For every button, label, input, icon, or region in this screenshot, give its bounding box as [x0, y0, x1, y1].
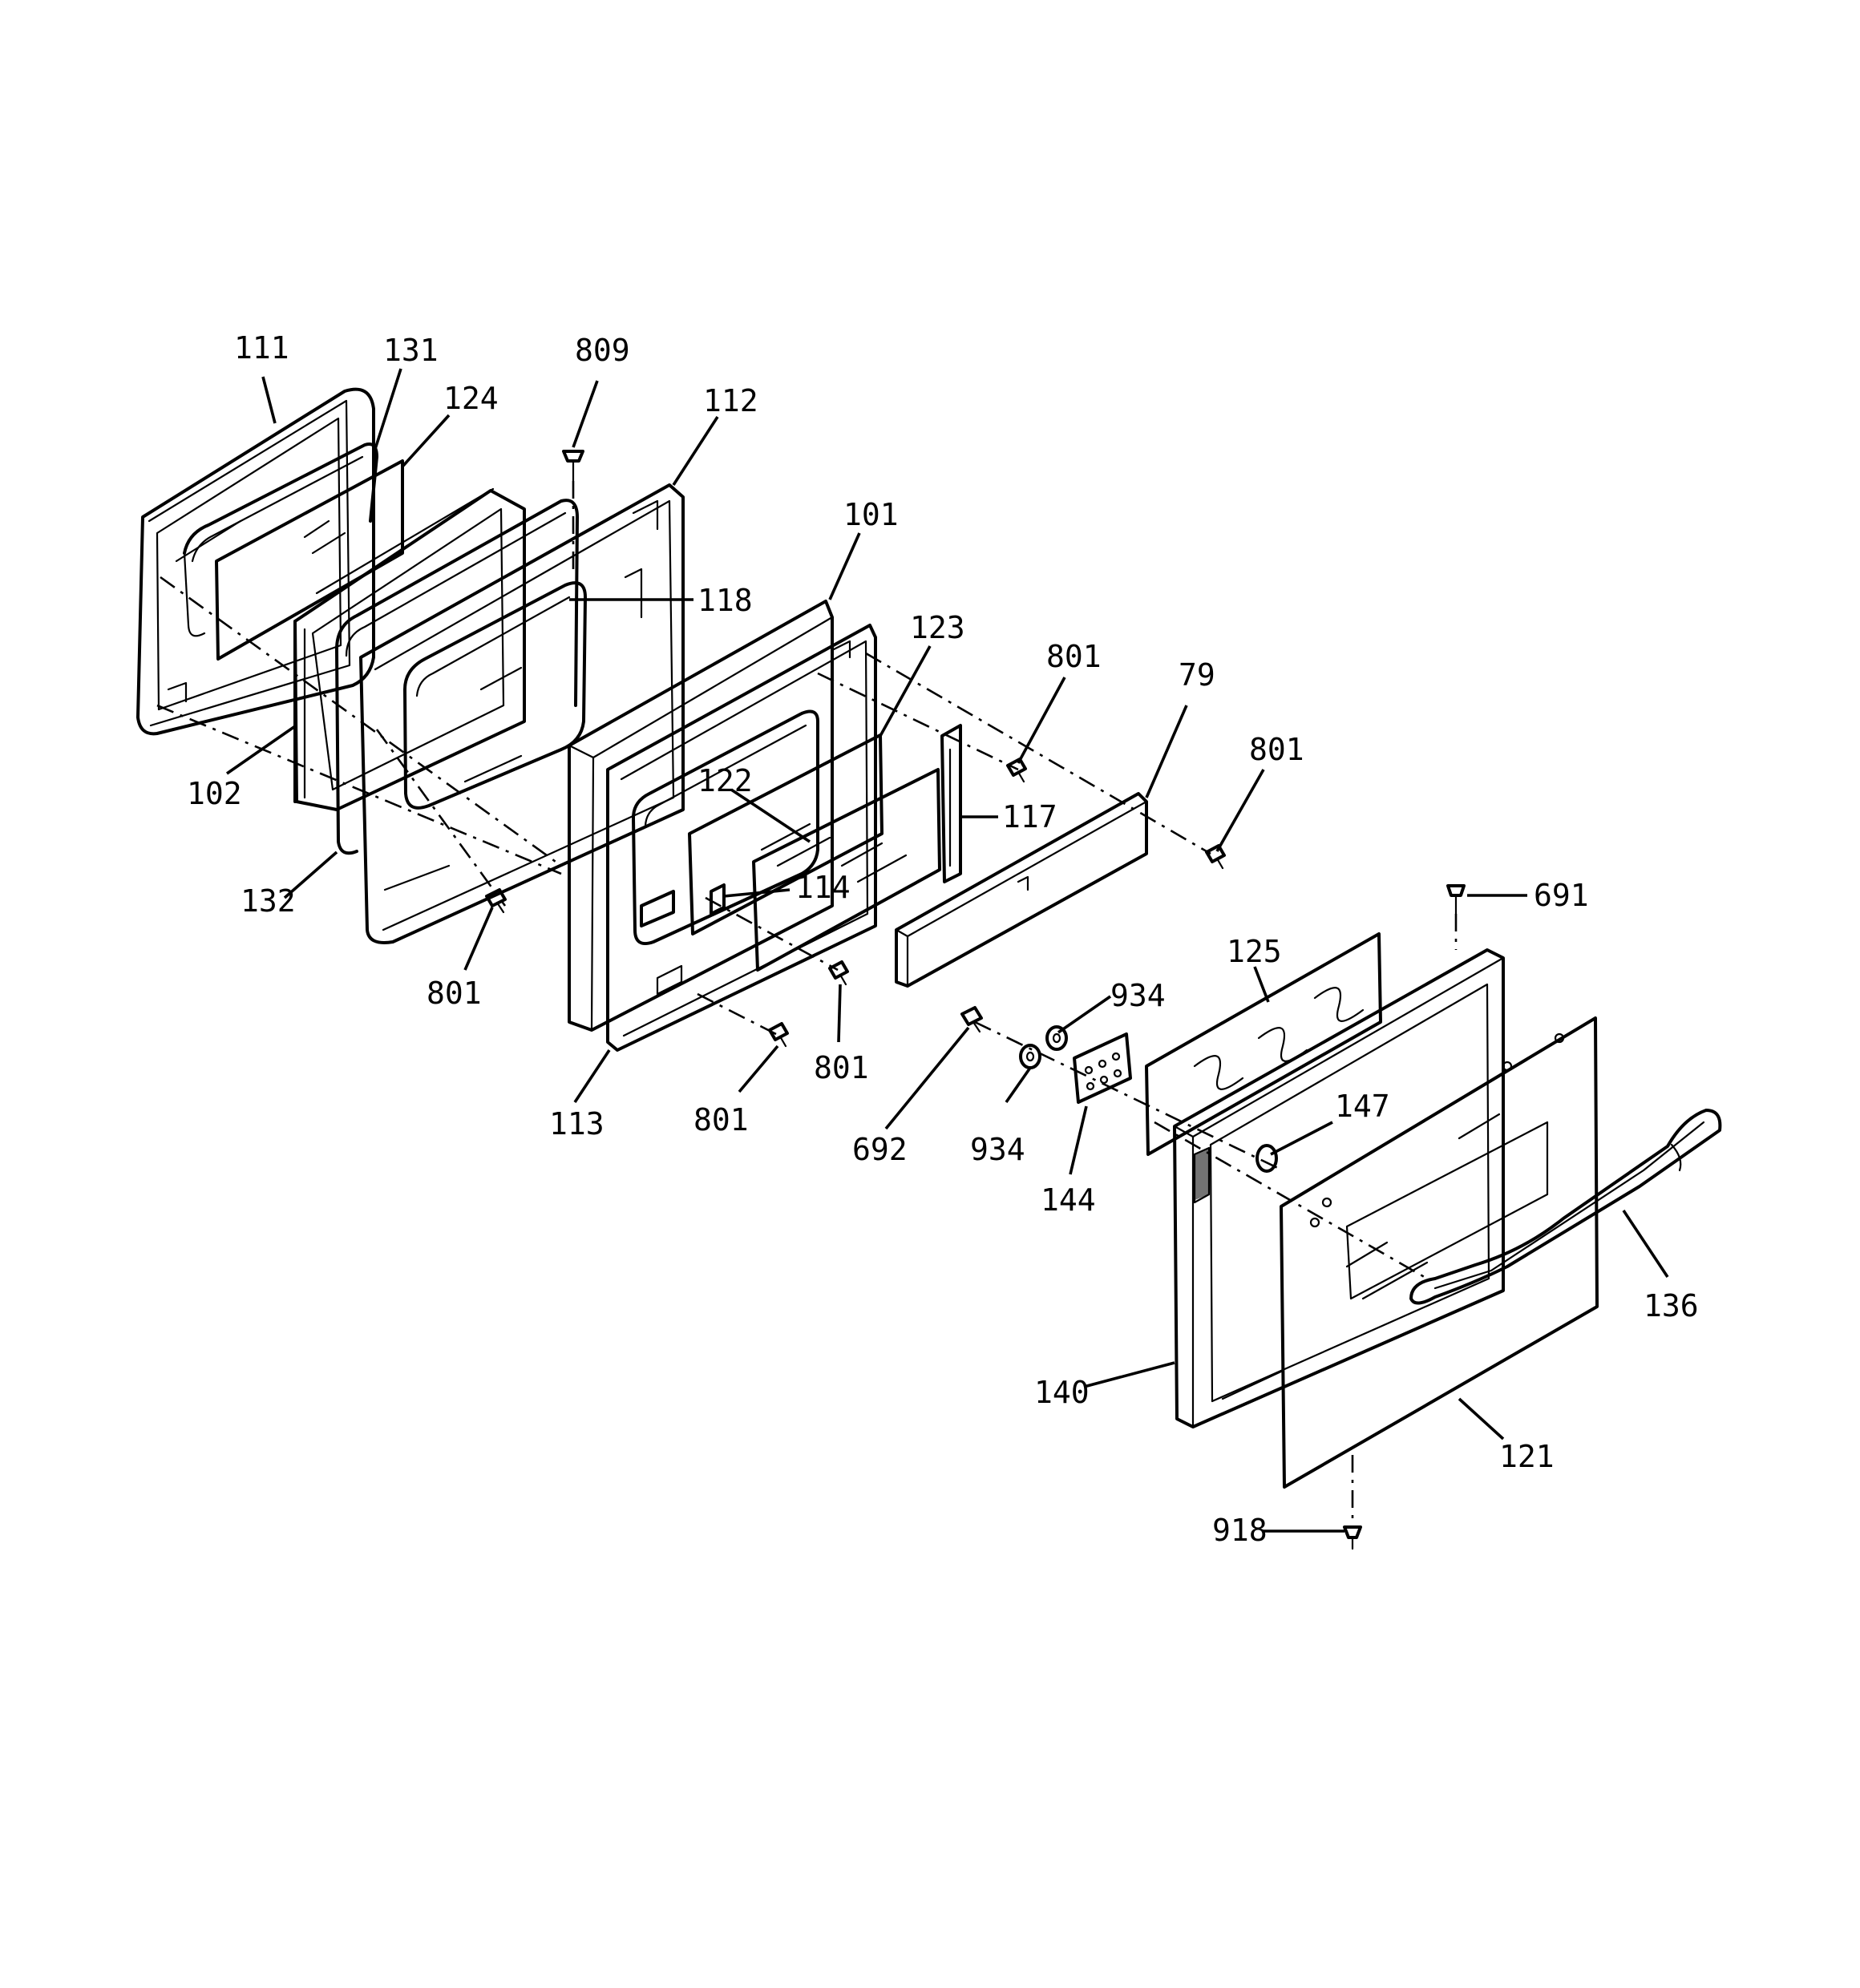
part-132-gasket-loop [335, 499, 579, 855]
part-122-window-glass [688, 733, 884, 935]
callout-121: 121 [1499, 1439, 1555, 1474]
callout-131: 131 [383, 333, 439, 368]
callout-692: 692 [852, 1132, 908, 1167]
part-144-hinge-plate [1073, 1032, 1132, 1104]
callout-918: 918 [1212, 1513, 1268, 1548]
callout-147: 147 [1335, 1089, 1390, 1124]
callout-809: 809 [575, 333, 630, 368]
part-117-bracket [940, 724, 962, 883]
part-136-handle [1409, 1109, 1722, 1305]
callout-801-center: 801 [814, 1050, 869, 1085]
assembly-centerlines [156, 481, 1458, 1527]
part-124-inner-glass [215, 459, 404, 661]
callout-111: 111 [234, 330, 289, 366]
callout-140: 140 [1034, 1375, 1090, 1410]
callout-123: 123 [910, 610, 965, 645]
part-112-door-frame [359, 483, 685, 944]
callout-114: 114 [795, 870, 851, 905]
part-113-inner-door [606, 624, 877, 1052]
callout-labels: 111 131 124 809 112 101 118 123 801 79 8… [187, 330, 1699, 1548]
part-131-gasket [183, 442, 378, 637]
callout-101: 101 [843, 497, 899, 532]
callout-leaders [225, 368, 1669, 1533]
callout-132: 132 [241, 883, 296, 919]
callout-117: 117 [1002, 799, 1057, 834]
callout-144: 144 [1041, 1182, 1096, 1218]
callout-801-bottom: 801 [693, 1102, 749, 1137]
part-111-inner-liner [136, 387, 375, 736]
part-121-outer-glass [1280, 1016, 1599, 1489]
callout-113: 113 [549, 1106, 604, 1141]
part-114-clip [710, 883, 726, 915]
screw-icons [485, 450, 1466, 1550]
callout-118: 118 [698, 583, 753, 618]
callout-125: 125 [1227, 934, 1282, 969]
part-102-insulation [293, 487, 526, 811]
callout-136: 136 [1644, 1288, 1699, 1323]
callout-801-top: 801 [1046, 639, 1102, 674]
part-123-glass-panel [752, 768, 941, 972]
callout-122: 122 [698, 763, 753, 798]
part-125-insulation-pad [1145, 932, 1382, 1156]
callout-102: 102 [187, 776, 242, 811]
callout-801-right: 801 [1249, 732, 1304, 767]
callout-801-left: 801 [427, 976, 482, 1011]
callout-79: 79 [1179, 657, 1215, 693]
callout-112: 112 [703, 383, 758, 418]
part-79-channel [895, 792, 1148, 988]
callout-124: 124 [443, 381, 499, 416]
part-101-door-panel [568, 600, 834, 1032]
callout-934-bottom: 934 [970, 1132, 1025, 1167]
part-140-outer-frame [1173, 948, 1505, 1428]
callout-934-top: 934 [1110, 978, 1166, 1013]
part-147-spacer [1256, 1144, 1278, 1173]
callout-691: 691 [1534, 878, 1589, 913]
